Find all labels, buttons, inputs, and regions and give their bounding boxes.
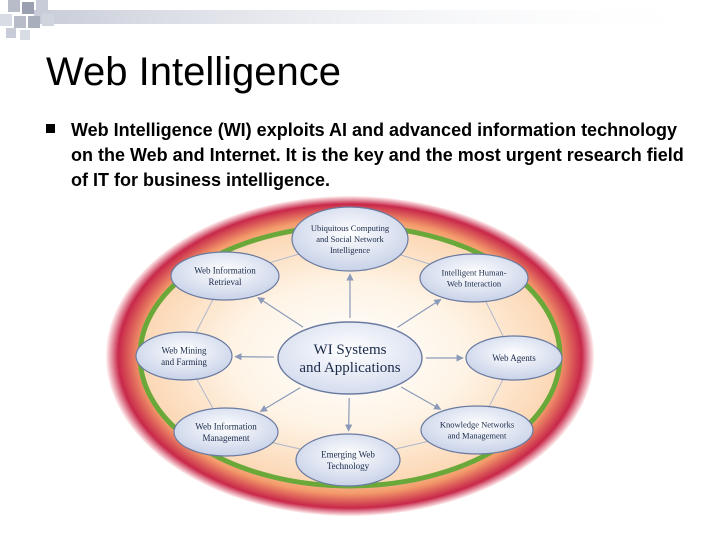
node-bubble [465, 335, 563, 381]
arrow-knowledge-networks [400, 386, 442, 410]
node-label: Retrieval [209, 277, 242, 287]
node-label: Management [203, 433, 250, 443]
node-label: Web Agents [492, 353, 536, 363]
bullet-item: Web Intelligence (WI) exploits AI and ad… [46, 118, 686, 193]
node-label: Intelligence [330, 245, 370, 255]
node-label: and Management [448, 430, 507, 440]
node-label: Knowledge Networks [440, 419, 514, 429]
bullet-text: Web Intelligence (WI) exploits AI and ad… [71, 120, 684, 190]
node-label: Web Information [195, 421, 257, 431]
center-label: WI Systems [314, 342, 387, 358]
square-bullet-icon [46, 124, 55, 133]
corner-decoration [0, 0, 720, 40]
arrow-human-web [397, 298, 442, 328]
node-mining-farming: Web Mining and Farming [135, 331, 233, 381]
node-label: Technology [327, 461, 370, 471]
node-label: Emerging Web [321, 449, 375, 459]
node-bubble [295, 433, 401, 487]
node-label: and Social Network [316, 234, 384, 244]
node-label: Web Mining [161, 345, 207, 355]
node-web-agents: Web Agents [465, 335, 563, 381]
node-bubble [173, 407, 279, 457]
node-bubble [291, 206, 409, 272]
node-label: Ubiquitous Computing [311, 223, 390, 233]
node-label: Web Interaction [447, 278, 502, 288]
node-bubble [420, 405, 534, 455]
center-node: WI Systems and Applications [277, 321, 423, 395]
arrow-info-management [259, 387, 301, 412]
slide-title: Web Intelligence [46, 50, 341, 94]
arrow-emerging-tech [345, 397, 353, 432]
node-human-web: Intelligent Human-Web Interaction [419, 253, 529, 303]
node-bubble [170, 251, 280, 301]
node-bubble [135, 331, 233, 381]
arrow-info-retrieval [257, 297, 304, 328]
node-bubble [419, 253, 529, 303]
node-label: Intelligent Human- [442, 267, 507, 277]
center-label: and Applications [299, 360, 400, 376]
node-label: and Farming [161, 357, 207, 367]
node-label: Web Information [194, 265, 256, 275]
center-bubble [277, 321, 423, 395]
